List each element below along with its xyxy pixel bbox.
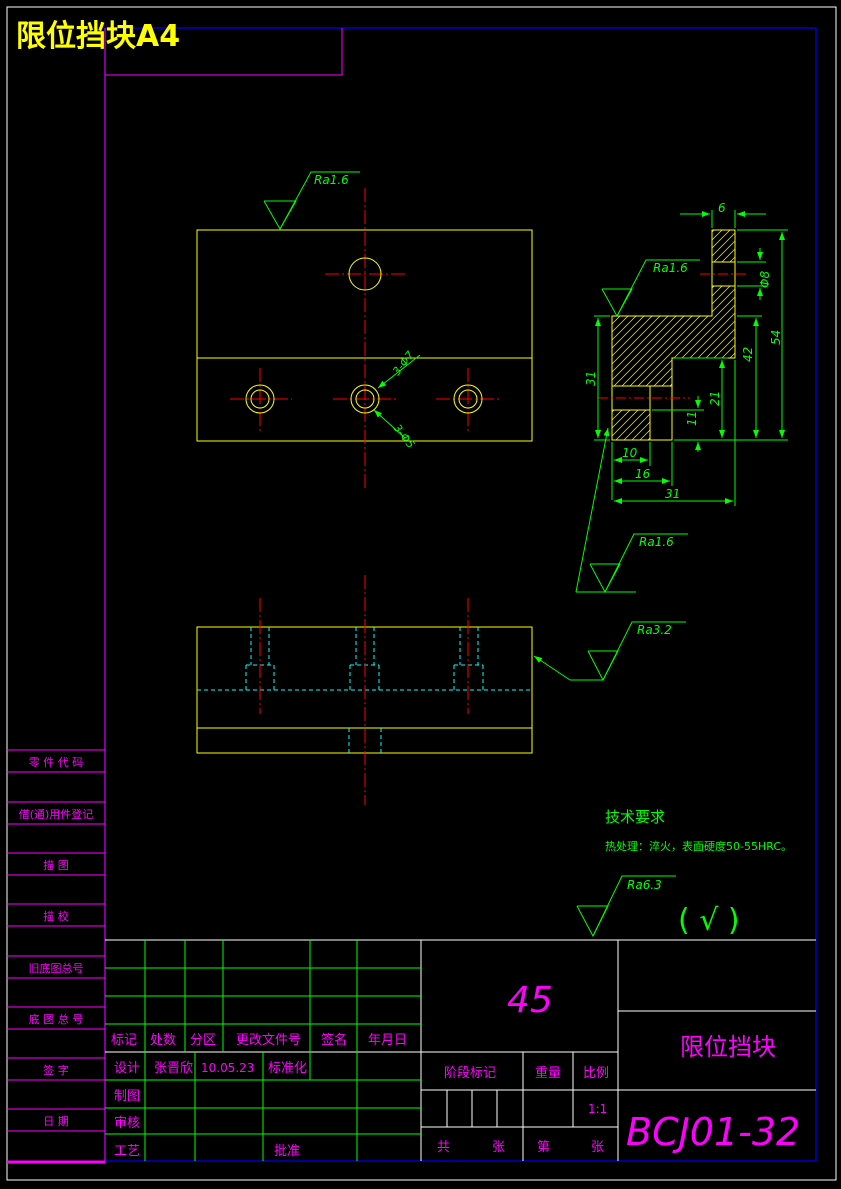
- roughness-symbol-top-view: Ra1.6: [263, 171, 360, 231]
- tb-sheets-label: 张: [492, 1140, 505, 1155]
- tb-sheet-label: 张: [591, 1140, 604, 1155]
- roughness-symbol-general: Ra6.3 ( √ ): [576, 875, 740, 938]
- side-label-3: 描 校: [43, 909, 69, 923]
- roughness-symbol-section-top: Ra1.6: [601, 259, 700, 318]
- tb-standardize-label: 标准化: [268, 1061, 307, 1076]
- tb-designer: 张晋欣: [154, 1061, 193, 1076]
- hole-leader-large: 3-Φ7: [377, 349, 421, 389]
- tb-part-name: 限位挡块: [680, 1033, 776, 1061]
- tb-header-4: 签名: [321, 1032, 347, 1048]
- side-column: [7, 28, 106, 1164]
- dim-11: 11: [685, 411, 699, 426]
- section-dimensions: [594, 210, 788, 506]
- tb-process-label: 工艺: [114, 1144, 140, 1159]
- side-label-4: 旧底图总号: [29, 961, 84, 975]
- tb-stage-label: 阶段标记: [444, 1066, 496, 1081]
- tb-header-3: 更改文件号: [236, 1033, 301, 1048]
- roughness-symbol-section-bottom: Ra1.6: [575, 427, 688, 594]
- section-view: [598, 229, 748, 441]
- dim-10: 10: [622, 446, 638, 460]
- roughness-symbol-front-view: Ra3.2: [533, 621, 686, 682]
- tb-draw-label: 制图: [114, 1089, 140, 1104]
- tb-header-2: 分区: [190, 1033, 216, 1048]
- tb-drawing-no: BCJ01-32: [626, 1110, 800, 1154]
- section-dimension-texts: 6 Φ8 54 42 21 11 31 10 16 31: [584, 201, 783, 501]
- side-label-0: 零 件 代 码: [29, 756, 84, 769]
- title-block: [105, 939, 816, 1161]
- tb-material: 45: [507, 980, 553, 1021]
- title-block-texts: 标记 处数 分区 更改文件号 签名 年月日 设计 张晋欣 10.05.23 标准…: [111, 980, 800, 1159]
- side-label-7: 日 期: [43, 1115, 69, 1128]
- hole-leader-small: 3-Φ5: [373, 409, 418, 451]
- roughness-value-front-view: Ra3.2: [637, 623, 672, 637]
- dim-31-vertical: 31: [584, 371, 598, 386]
- side-label-6: 签 字: [43, 1063, 69, 1077]
- tech-requirements-heading: 技术要求: [605, 808, 665, 826]
- tb-check-label: 审核: [114, 1116, 140, 1131]
- tb-date: 10.05.23: [201, 1061, 254, 1075]
- dim-54: 54: [769, 330, 783, 345]
- general-mark: ( √ ): [678, 903, 740, 938]
- dim-6: 6: [718, 201, 726, 215]
- roughness-value-section-top: Ra1.6: [653, 261, 688, 275]
- tb-design-label: 设计: [114, 1061, 140, 1076]
- tb-weight-label: 重量: [535, 1065, 561, 1081]
- roughness-value-top-view: Ra1.6: [314, 173, 349, 187]
- tb-header-1: 处数: [150, 1033, 176, 1048]
- dim-31-horizontal: 31: [665, 487, 680, 501]
- tb-sheet-no-label: 第: [537, 1140, 550, 1155]
- roughness-value-general: Ra6.3: [627, 878, 662, 892]
- side-label-2: 描 图: [43, 858, 69, 872]
- tb-total-label: 共: [437, 1140, 450, 1155]
- roughness-value-section-bottom: Ra1.6: [639, 535, 674, 549]
- tech-requirements-item: 热处理：淬火，表面硬度50-55HRC。: [605, 839, 792, 853]
- hole-note-large: 3-Φ7: [390, 349, 417, 378]
- dim-16: 16: [635, 467, 651, 481]
- banner-title: 限位挡块A4: [16, 19, 180, 54]
- tb-scale-value: 1:1: [588, 1102, 607, 1116]
- dim-42: 42: [741, 347, 755, 362]
- hole-note-small: 3-Φ5: [391, 422, 418, 451]
- dim-21: 21: [708, 391, 722, 406]
- tb-header-5: 年月日: [368, 1033, 407, 1048]
- tb-scale-label: 比例: [583, 1066, 609, 1081]
- tb-header-0: 标记: [111, 1033, 137, 1048]
- side-label-1: 借(通)用件登记: [19, 807, 94, 821]
- side-label-5: 底 图 总 号: [29, 1012, 84, 1026]
- top-view: [196, 188, 533, 488]
- dim-8: Φ8: [758, 271, 772, 288]
- tb-approve-label: 批准: [274, 1144, 300, 1159]
- front-view: [196, 575, 533, 805]
